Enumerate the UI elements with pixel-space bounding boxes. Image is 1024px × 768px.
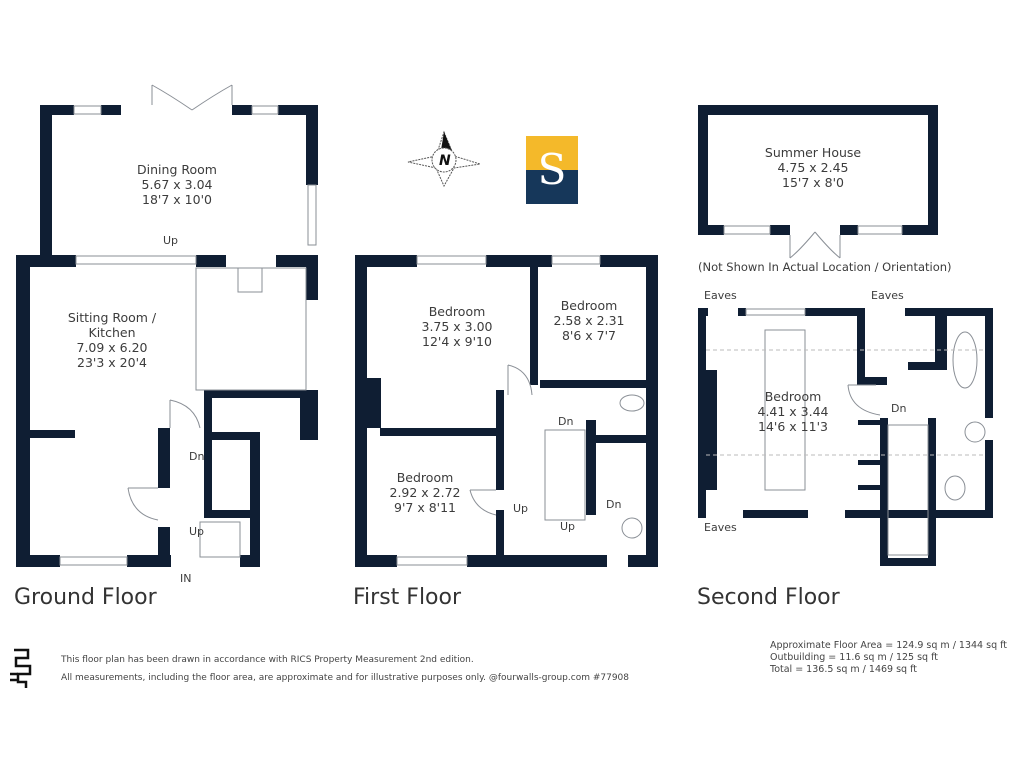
room-bedroom-1: Bedroom 3.75 x 3.00 12'4 x 9'10 xyxy=(421,304,493,349)
compass-north-icon: N xyxy=(407,130,481,188)
room-bedroom-3: Bedroom 2.92 x 2.72 9'7 x 8'11 xyxy=(389,470,461,515)
stairs-down-label: Dn xyxy=(606,498,622,511)
first-floor-title: First Floor xyxy=(353,585,462,610)
entrance-label: IN xyxy=(180,572,192,585)
room-bedroom-2: Bedroom 2.58 x 2.31 8'6 x 7'7 xyxy=(553,298,625,343)
stairs-down-label: Dn xyxy=(558,415,574,428)
summer-house-note: (Not Shown In Actual Location / Orientat… xyxy=(698,260,952,274)
second-floor-title: Second Floor xyxy=(697,585,840,610)
footer-disclaimer-line1: This floor plan has been drawn in accord… xyxy=(61,655,474,665)
stairs-down-label: Dn xyxy=(189,450,205,463)
fourwalls-logo-icon xyxy=(10,648,32,688)
stairs-up-label: Up xyxy=(513,502,529,515)
room-sitting-kitchen: Sitting Room / Kitchen 7.09 x 6.20 23'3 … xyxy=(67,310,157,370)
floor-area-summary: Approximate Floor Area = 124.9 sq m / 13… xyxy=(770,640,1008,675)
ground-floor-title: Ground Floor xyxy=(14,585,157,610)
stairs-up-label: Up xyxy=(560,520,576,533)
stairs-up-label: Up xyxy=(163,234,179,247)
agent-logo: S xyxy=(526,136,578,204)
eaves-label: Eaves xyxy=(704,521,737,534)
room-dining: Dining Room 5.67 x 3.04 18'7 x 10'0 xyxy=(137,162,217,207)
stairs-down-label: Dn xyxy=(891,402,907,415)
eaves-label: Eaves xyxy=(871,289,904,302)
stairs-up-label: Up xyxy=(189,525,205,538)
room-summer-house: Summer House 4.75 x 2.45 15'7 x 8'0 xyxy=(764,145,862,190)
eaves-label: Eaves xyxy=(704,289,737,302)
footer-disclaimer-line2: All measurements, including the floor ar… xyxy=(61,673,630,683)
room-bedroom-second-floor: Bedroom 4.41 x 3.44 14'6 x 11'3 xyxy=(757,389,829,434)
svg-text:N: N xyxy=(439,153,451,169)
